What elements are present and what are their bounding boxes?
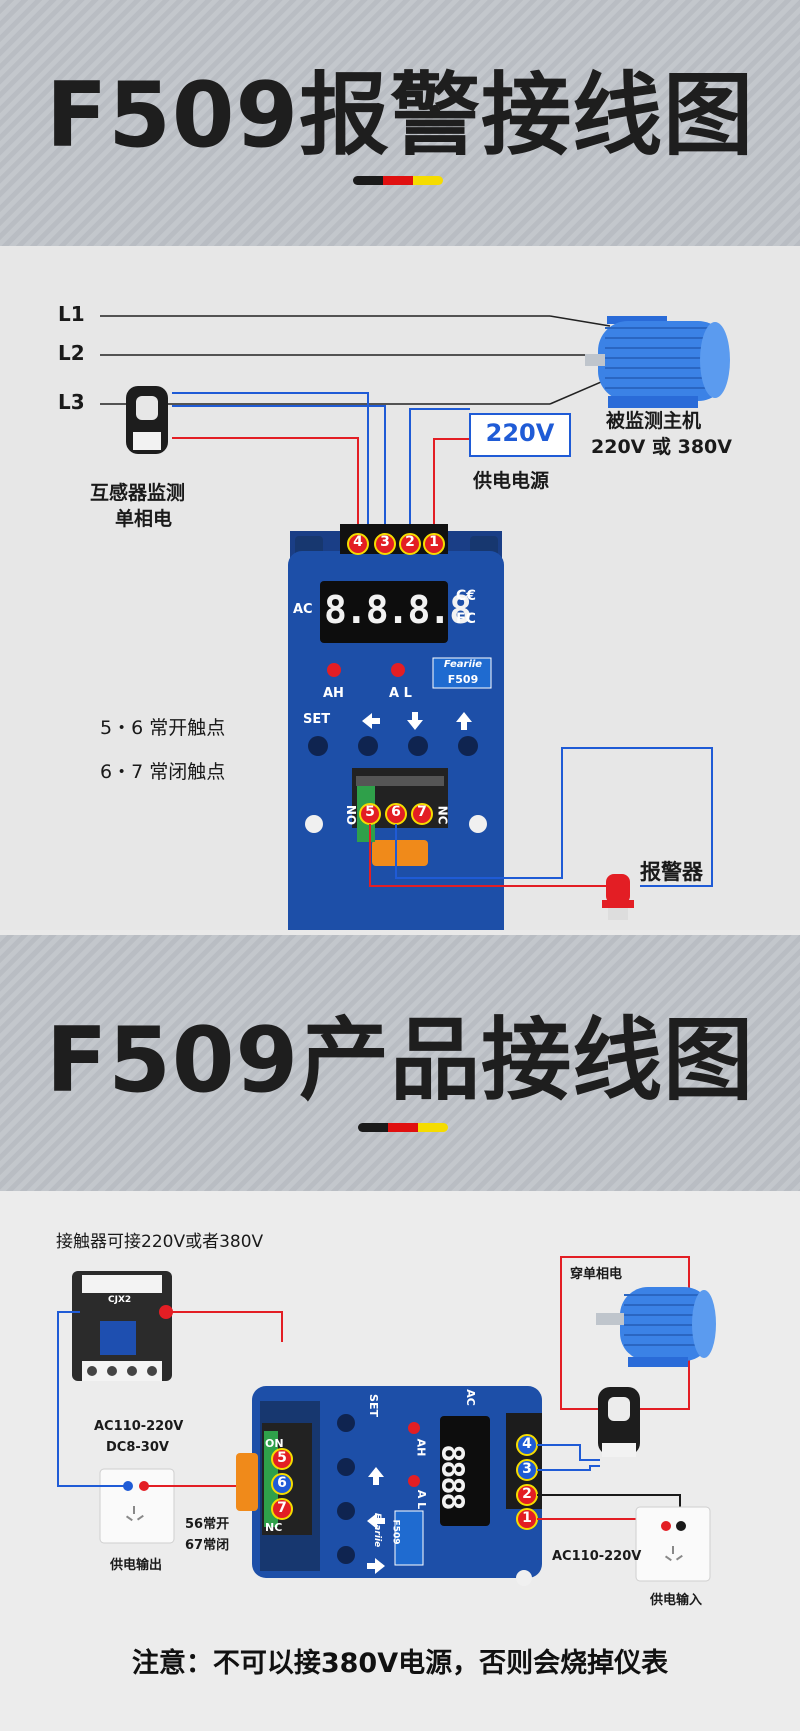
terminal2-4: 4	[522, 1436, 532, 1452]
device-al-label: A L	[389, 686, 412, 701]
product-wiring-panel: 接触器可接220V或者380V 穿单相电 AC110-220V DC8-30V …	[0, 1191, 800, 1731]
terminal2-1: 1	[522, 1510, 532, 1526]
terminal2-2: 2	[522, 1486, 532, 1502]
alarm-wiring-diagram	[100, 315, 730, 930]
sensor-phase-label: 单相电	[115, 508, 173, 530]
terminal2-5: 5	[277, 1450, 287, 1466]
fc-mark-icon: FC	[456, 611, 476, 627]
banner-top: F509报警接线图	[0, 0, 800, 246]
terminal-3: 3	[380, 534, 390, 550]
device-brand: Feariie	[443, 659, 483, 670]
power-input-label: 供电输入	[650, 1593, 703, 1608]
terminal-1: 1	[429, 534, 439, 550]
power-output-socket-icon	[99, 1468, 175, 1544]
device2-ac-label: AC	[463, 1389, 477, 1406]
terminal2-7: 7	[277, 1500, 287, 1516]
banner-middle: F509产品接线图	[0, 935, 800, 1191]
contact-closed-label: 6・7 常闭触点	[100, 761, 226, 783]
device2-nc-label: NC	[265, 1521, 283, 1534]
flag-divider-2	[358, 1123, 448, 1132]
section1-title: F509报警接线图	[45, 63, 755, 168]
device-model: F509	[447, 673, 479, 686]
power-input-voltage: AC110-220V	[552, 1549, 642, 1564]
bottom-terminals	[359, 803, 433, 825]
motor-voltage-label: 220V 或 380V	[591, 436, 732, 458]
line-label-l1: L1	[58, 302, 85, 326]
terminal2-6: 6	[277, 1475, 287, 1491]
through-phase-label: 穿单相电	[570, 1267, 623, 1282]
device2-on-label: ON	[265, 1437, 284, 1450]
section2-title: F509产品接线图	[45, 1008, 755, 1113]
terminal-7: 7	[417, 804, 427, 820]
f509-device-top	[288, 524, 504, 930]
alarm-label: 报警器	[640, 860, 703, 884]
device-no-label: NO	[344, 804, 359, 826]
contactor-brand: CJX2	[108, 1295, 132, 1305]
alarm-wiring-panel: L1 L2 L3 被监测主机 220V 或 380V 220V 供电电源 互感器…	[0, 246, 800, 930]
device2-display: 8888	[434, 1444, 470, 1509]
coil-voltage-dc: DC8-30V	[106, 1440, 169, 1455]
terminal2-3: 3	[522, 1461, 532, 1477]
device-set-label: SET	[303, 712, 331, 727]
terminal-6: 6	[391, 804, 401, 820]
flag-divider	[353, 176, 443, 185]
power-supply-label: 供电电源	[473, 470, 550, 492]
motor-label: 被监测主机	[606, 410, 702, 432]
device2-set-label: SET	[366, 1394, 380, 1417]
device2-ah-label: AH	[414, 1438, 428, 1457]
motor-icon	[585, 316, 730, 408]
current-transformer-icon	[126, 386, 168, 454]
ce-mark-icon: C€	[456, 588, 477, 604]
relay-note-closed: 67常闭	[185, 1538, 230, 1553]
terminal-4: 4	[353, 534, 363, 550]
device-ac-label: AC	[293, 602, 313, 617]
top-terminals	[347, 533, 445, 555]
device-display: 8.8.8.8	[324, 588, 472, 632]
motor-icon-2	[596, 1287, 716, 1367]
contact-open-label: 5・6 常开触点	[100, 717, 226, 739]
device-ah-label: AH	[323, 686, 344, 701]
sensor-label: 互感器监测	[90, 482, 186, 504]
device2-model: F509	[390, 1519, 401, 1545]
line-label-l3: L3	[58, 390, 85, 414]
contactor-icon	[72, 1271, 172, 1381]
device-nc-label: NC	[435, 805, 450, 825]
warning-note: 注意：不可以接380V电源，否则会烧掉仪表	[131, 1648, 669, 1679]
current-transformer-icon-2	[598, 1387, 640, 1457]
relay-note-open: 56常开	[185, 1517, 230, 1532]
power-output-label: 供电输出	[110, 1558, 163, 1573]
product-wiring-diagram	[57, 1256, 716, 1586]
line-label-l2: L2	[58, 341, 85, 365]
left-terminals	[271, 1448, 293, 1520]
alarm-light-icon	[602, 874, 634, 920]
device2-brand: Feariie	[372, 1512, 383, 1548]
contactor-note: 接触器可接220V或者380V	[56, 1232, 264, 1252]
coil-voltage-ac: AC110-220V	[94, 1419, 184, 1434]
voltage-box	[469, 413, 571, 457]
device2-al-label: A L	[415, 1489, 429, 1510]
terminal-5: 5	[365, 804, 375, 820]
power-input-socket-icon	[635, 1506, 711, 1582]
terminal-2: 2	[405, 534, 415, 550]
voltage-box-text: 220V	[485, 419, 555, 447]
